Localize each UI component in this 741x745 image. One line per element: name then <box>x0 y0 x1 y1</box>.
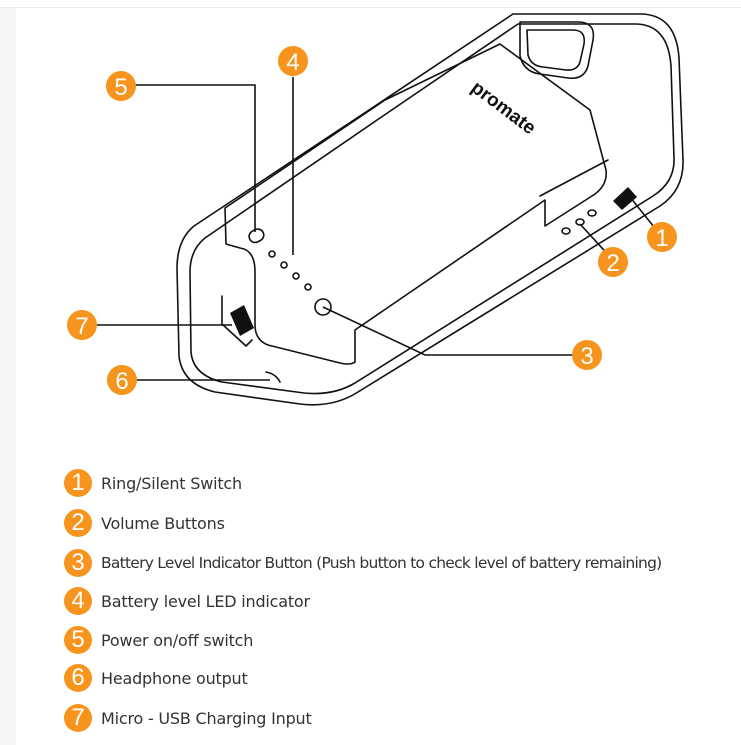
legend-label: Power on/off switch <box>101 630 254 650</box>
legend-label: Battery Level Indicator Button (Push but… <box>101 554 662 572</box>
led-dot-4 <box>304 283 312 291</box>
legend-badge: 2 <box>64 509 92 537</box>
legend-item-ring-silent-switch: 1 Ring/Silent Switch <box>64 468 242 498</box>
case-inner-outline <box>189 23 675 395</box>
legend-label: Micro - USB Charging Input <box>101 708 312 728</box>
marker-1: 1 <box>647 222 677 252</box>
marker-5: 5 <box>106 71 136 101</box>
back-panel-outline <box>224 43 608 365</box>
legend-badge: 7 <box>64 704 92 732</box>
battery-case-diagram: promate 1 2 3 4 5 <box>67 13 684 406</box>
legend-item-headphone-output: 6 Headphone output <box>64 663 248 693</box>
marker-6: 6 <box>107 365 137 395</box>
marker-2-number: 2 <box>606 250 619 277</box>
ring-silent-switch-port <box>613 187 637 210</box>
camera-window <box>519 21 595 80</box>
led-dot-3 <box>292 272 300 280</box>
legend-item-micro-usb-input: 7 Micro - USB Charging Input <box>64 703 312 733</box>
leader-lines <box>82 77 663 381</box>
marker-4: 4 <box>278 46 308 76</box>
marker-6-number: 6 <box>115 368 128 395</box>
legend-label: Ring/Silent Switch <box>101 473 242 493</box>
battery-button <box>314 298 332 316</box>
marker-1-number: 1 <box>655 225 668 252</box>
marker-3-number: 3 <box>580 343 593 370</box>
legend-label: Volume Buttons <box>101 513 225 533</box>
legend-item-battery-led-indicator: 4 Battery level LED indicator <box>64 586 310 616</box>
side-edge <box>539 159 609 197</box>
legend-item-power-switch: 5 Power on/off switch <box>64 625 253 655</box>
legend-item-volume-buttons: 2 Volume Buttons <box>64 508 225 538</box>
frame-left-gutter <box>0 8 16 745</box>
volume-button-extra <box>561 227 571 235</box>
leader-line-5 <box>122 84 256 232</box>
legend-label: Battery level LED indicator <box>101 591 310 611</box>
micro-usb-port <box>230 305 254 336</box>
battery-case-illustration <box>176 13 684 406</box>
legend-item-battery-level-button: 3 Battery Level Indicator Button (Push b… <box>64 548 662 578</box>
headphone-notch <box>265 371 281 383</box>
bottom-lip <box>221 295 253 347</box>
power-switch <box>248 228 265 244</box>
legend-badge: 3 <box>64 549 92 577</box>
camera-window-inner <box>526 29 586 71</box>
legend-badge: 4 <box>64 587 92 615</box>
led-dot-1 <box>268 250 276 258</box>
legend-label: Headphone output <box>101 668 248 688</box>
marker-5-number: 5 <box>114 74 127 101</box>
marker-3: 3 <box>572 340 602 370</box>
marker-7-number: 7 <box>75 313 88 340</box>
volume-button-up <box>587 209 597 217</box>
case-outer-outline <box>176 13 684 406</box>
legend-badge: 6 <box>64 664 92 692</box>
marker-2: 2 <box>598 247 628 277</box>
marker-7: 7 <box>67 310 97 340</box>
frame-top-border <box>0 7 741 8</box>
legend-badge: 1 <box>64 469 92 497</box>
marker-4-number: 4 <box>286 49 299 76</box>
brand-logo-text: promate <box>467 77 540 139</box>
led-dot-2 <box>280 261 288 269</box>
legend-badge: 5 <box>64 626 92 654</box>
leader-line-3 <box>322 306 586 356</box>
